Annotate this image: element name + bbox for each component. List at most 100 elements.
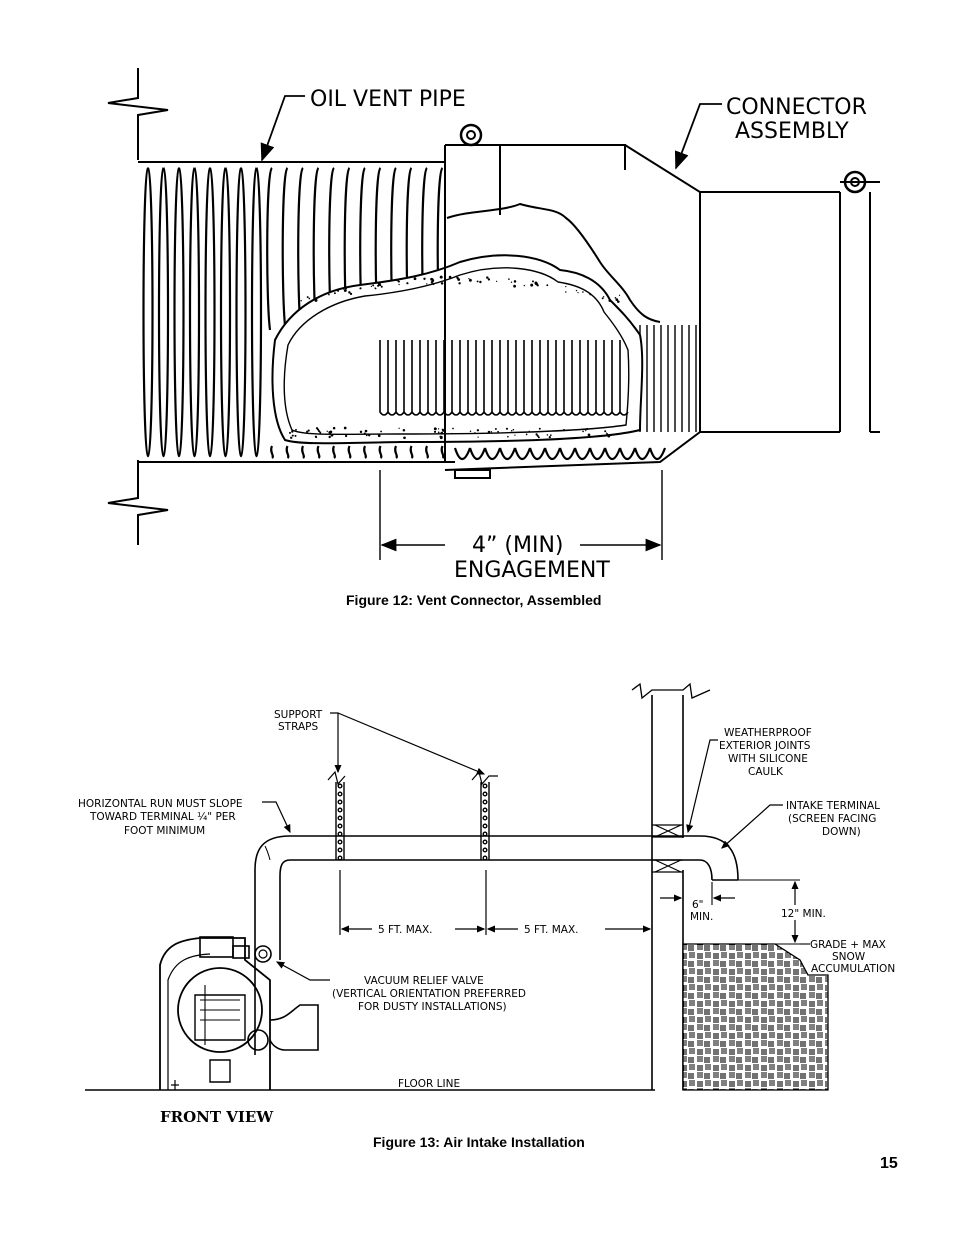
pipe-rib [468, 447, 487, 461]
strap-hole [482, 847, 488, 853]
speckle [441, 436, 443, 438]
strap-hole [337, 855, 343, 861]
speckle [380, 285, 383, 288]
strap-hole [337, 815, 343, 821]
inner-rib [499, 340, 509, 416]
speckle [370, 285, 373, 288]
speckle [288, 431, 292, 434]
speckle [490, 431, 493, 433]
inner-rib [563, 340, 573, 416]
speckle [486, 276, 489, 279]
twelve-in-label: 12" MIN. [781, 908, 826, 920]
inner-rib [515, 340, 525, 416]
speckle [329, 430, 333, 434]
floor-line-label: FLOOR LINE [398, 1078, 460, 1090]
pipe-rib [483, 447, 502, 461]
speckle [431, 278, 434, 282]
weatherproof-label-4: CAULK [748, 766, 784, 778]
inner-rib [611, 340, 621, 416]
speckle [548, 436, 551, 439]
speckle [536, 284, 539, 287]
intake-terminal-label-2: (SCREEN FACING [788, 813, 876, 825]
pipe-rib [573, 447, 592, 461]
grade-label-3: ACCUMULATION [811, 963, 895, 975]
pipe-rib [332, 445, 336, 459]
five-ft-max-label-2: 5 FT. MAX. [524, 924, 579, 936]
speckle [343, 288, 345, 290]
pipe-rib [250, 166, 263, 458]
speckle [549, 434, 552, 436]
speckle [531, 280, 535, 283]
vacuum-relief-label-1: VACUUM RELIEF VALVE [364, 975, 484, 987]
speckle [440, 431, 444, 435]
strap-hole [337, 847, 343, 853]
inner-rib [395, 340, 405, 416]
speckle [616, 299, 618, 301]
speckle [607, 434, 611, 438]
support-straps [335, 782, 490, 861]
speckle [452, 427, 454, 430]
speckle [398, 427, 400, 429]
speckle [448, 275, 452, 279]
speckle [306, 296, 309, 299]
speckle [413, 277, 417, 281]
speckle [343, 289, 347, 292]
strap-hole [337, 791, 343, 797]
speckle [348, 291, 351, 294]
speckle [451, 432, 453, 435]
inner-rib [403, 340, 413, 416]
inner-rib [507, 340, 517, 416]
pipe-rib [301, 445, 305, 459]
strap-rail [335, 782, 345, 860]
pipe-rib [648, 447, 667, 461]
speckle [423, 277, 426, 280]
pipe-rib [297, 167, 304, 331]
slope-label-2: TOWARD TERMINAL ¼" PER [89, 811, 236, 823]
inner-rib [427, 340, 437, 416]
engagement-dimension-label: 4” (MIN) [472, 533, 563, 558]
inner-rib [387, 340, 397, 416]
speckle [476, 280, 479, 283]
speckle [563, 428, 565, 431]
speckle [344, 434, 348, 438]
speckle [530, 283, 534, 287]
speckle [319, 432, 322, 434]
speckle [315, 436, 318, 439]
pipe-rib [157, 166, 170, 458]
front-view-label: FRONT VIEW [160, 1108, 274, 1126]
speckle [440, 282, 444, 285]
inner-rib [571, 340, 581, 416]
strap-hole [337, 839, 343, 845]
speckle [349, 292, 353, 296]
speckle [456, 276, 459, 280]
inner-rib [451, 340, 461, 416]
pipe-rib [173, 166, 185, 458]
speckle [468, 278, 472, 282]
speckle [487, 278, 491, 281]
strap-hole [482, 783, 488, 789]
speckle [469, 430, 472, 433]
grade-label-1: GRADE + MAX [810, 939, 886, 951]
slope-label-1: HORIZONTAL RUN MUST SLOPE [78, 798, 243, 810]
speckle [510, 430, 513, 432]
slope-label-3: FOOT MINIMUM [124, 825, 205, 837]
vacuum-relief-label-3: FOR DUSTY INSTALLATIONS) [358, 1001, 507, 1013]
pipe-rib [394, 445, 398, 459]
intake-terminal-label-1: INTAKE TERMINAL [786, 800, 880, 812]
six-in-label-2: MIN. [690, 911, 713, 923]
speckle [585, 429, 587, 432]
speckle [514, 434, 516, 436]
inner-rib [603, 340, 613, 416]
speckle [601, 297, 604, 300]
weatherproof-label-3: WITH SILICONE [728, 753, 808, 765]
pipe-rib [316, 445, 321, 459]
speckle [377, 434, 381, 438]
speckle [295, 428, 297, 431]
inner-rib [459, 340, 469, 416]
five-ft-max-label-1: 5 FT. MAX. [378, 924, 433, 936]
speckle [359, 287, 362, 290]
figure-13-labels: SUPPORT STRAPS HORIZONTAL RUN MUST SLOPE… [78, 709, 895, 1126]
pipe-rib [285, 445, 290, 459]
speckle [476, 429, 480, 432]
